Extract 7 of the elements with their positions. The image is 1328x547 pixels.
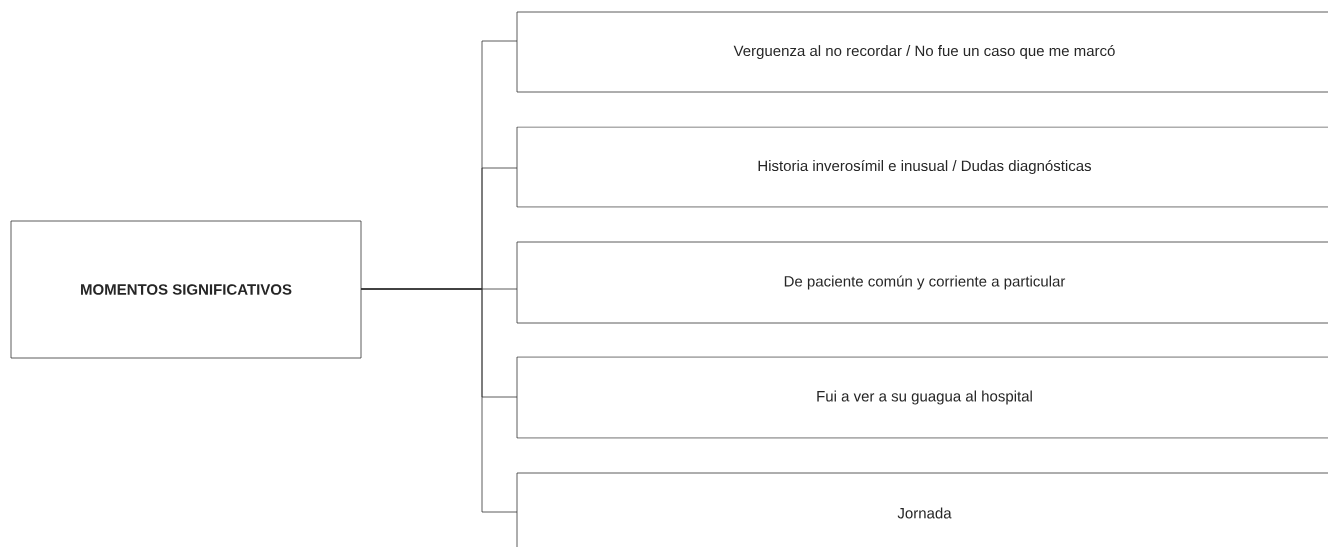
category-box: Historia inverosímil e inusual / Dudas diagnósticas	[516, 126, 1328, 208]
connector-line	[360, 288, 518, 513]
category-box: Verguenza al no recordar / No fue un caso que me marcó	[516, 11, 1328, 93]
root-box: MOMENTOS SIGNIFICATIVOS	[10, 220, 362, 359]
category-box: De paciente común y corriente a particular	[516, 241, 1328, 324]
category-box: Fui a ver a su guagua al hospital	[516, 356, 1328, 439]
category-box: Jornada	[516, 472, 1328, 547]
